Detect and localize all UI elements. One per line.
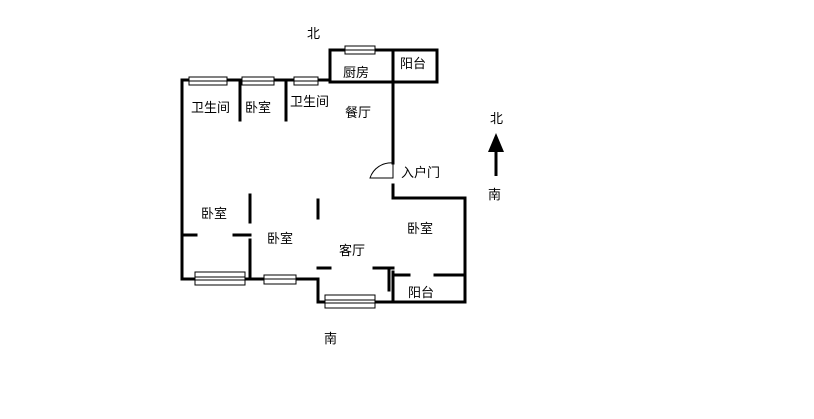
compass-north-label: 北 [490,112,503,127]
room-label-entrance: 入户门 [401,165,440,181]
room-label-bedroom-left: 卧室 [201,206,227,222]
room-label-balcony-bottom: 阳台 [408,286,434,301]
entrance-door [369,162,394,179]
south-label: 南 [324,331,337,347]
room-label-living: 客厅 [339,243,365,259]
windows [188,45,376,309]
room-label-bathroom-1: 卫生间 [191,101,230,116]
room-label-bedroom-middle: 卧室 [267,231,293,247]
room-labels: 厨房 阳台 卫生间 卧室 卫生间 餐厅 入户门 卧室 卧室 客厅 卧室 阳台 [191,57,440,301]
north-label: 北 [307,27,320,42]
room-label-kitchen: 厨房 [343,65,369,81]
room-label-balcony-top: 阳台 [400,57,426,72]
room-label-dining: 餐厅 [345,105,371,121]
room-label-bathroom-2: 卫生间 [290,95,329,110]
room-label-bedroom-top: 卧室 [245,100,271,116]
north-arrow-icon [488,133,504,152]
compass: 北 南 [488,112,504,203]
compass-south-label: 南 [488,187,501,203]
room-label-bedroom-right: 卧室 [407,221,433,237]
